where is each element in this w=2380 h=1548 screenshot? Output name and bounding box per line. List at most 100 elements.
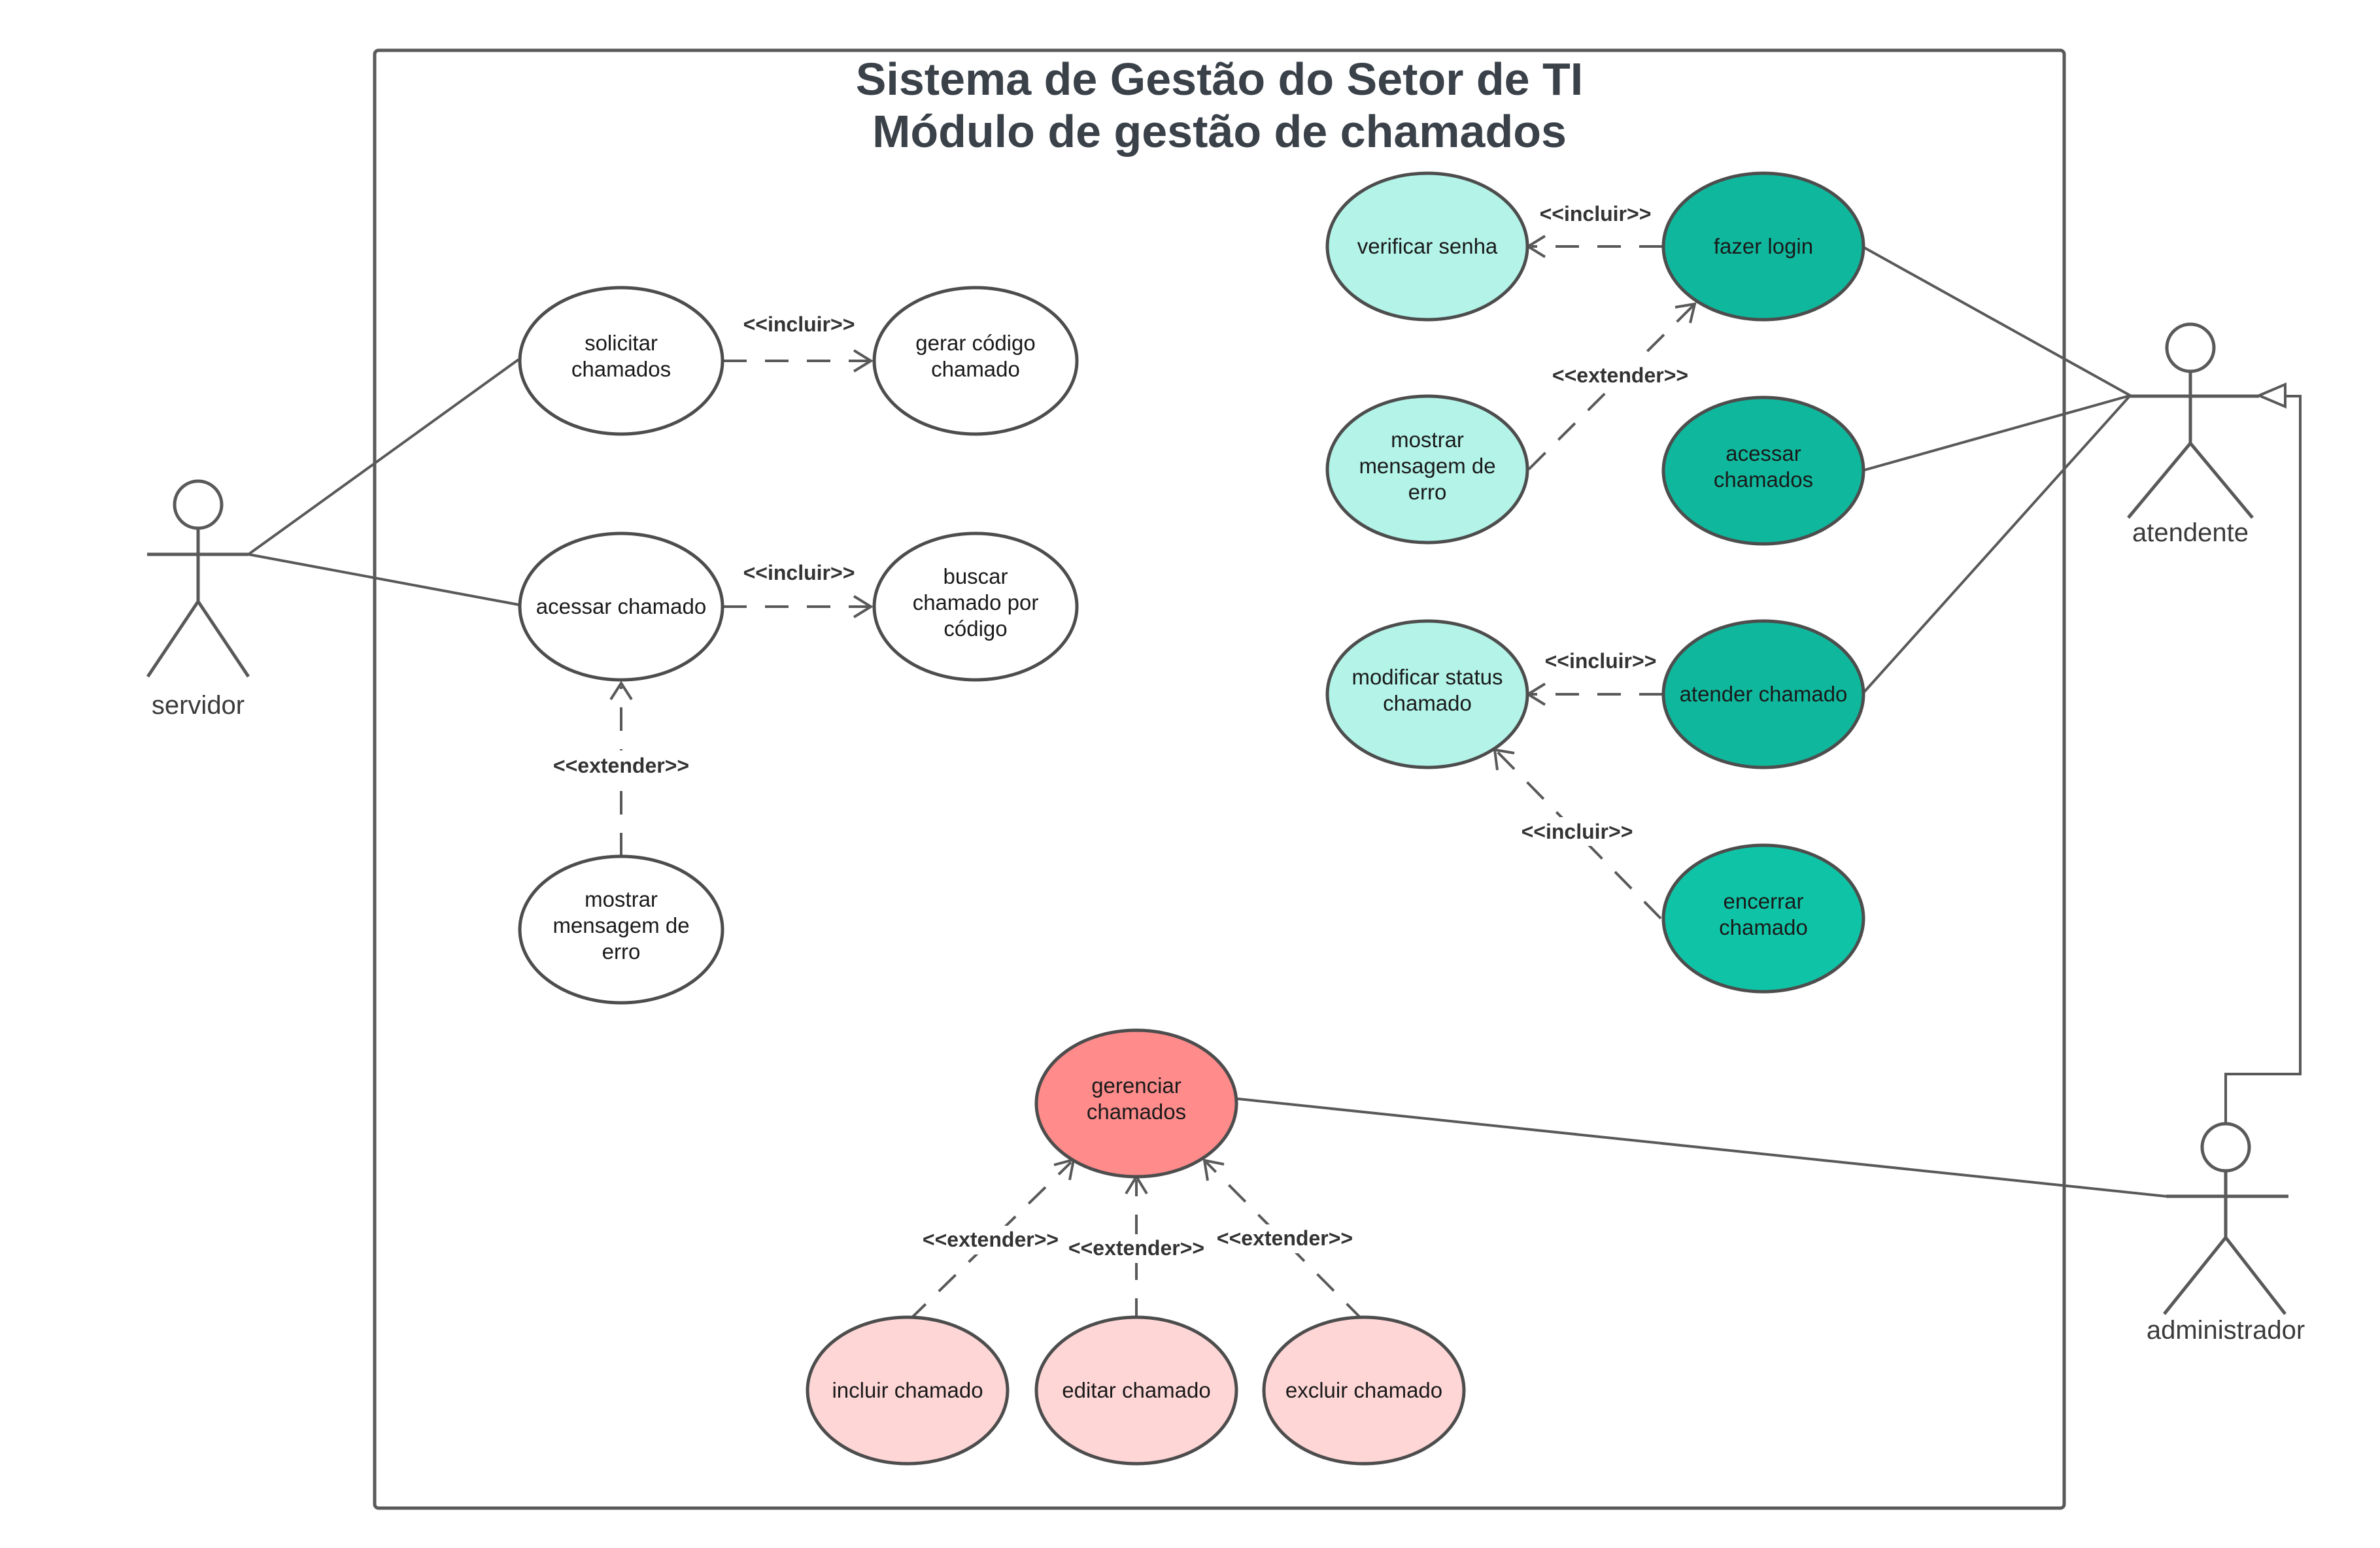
dep-solicitar-gerar-arrow — [853, 349, 874, 373]
usecase-modificar-status[interactable]: modificar status chamado — [1325, 619, 1529, 769]
stereo-incluir-5: <<incluir>> — [1522, 820, 1633, 843]
stereo-extender-5: <<extender>> — [1217, 1226, 1353, 1250]
usecase-modificar-label-2: chamado — [1383, 691, 1472, 715]
usecase-erro-servidor-shape — [518, 854, 724, 1005]
usecase-gerenciar-label-2: chamados — [1087, 1100, 1186, 1124]
usecase-gerar-label-1: gerar código — [915, 331, 1035, 355]
actor-administrador-label: administrador — [2147, 1316, 2305, 1345]
stereo-bg-1 — [546, 750, 696, 779]
assoc-atendente-acessar-chamados — [1862, 394, 2131, 472]
stereo-extender-2: <<extender>> — [1552, 363, 1688, 387]
stereo-bg-2 — [1546, 361, 1697, 390]
usecase-gerenciar-shape — [1034, 1028, 1238, 1179]
usecase-incluir-chamado[interactable]: incluir chamado — [806, 1315, 1010, 1466]
usecase-encerrar-label-1: encerrar — [1724, 889, 1804, 913]
usecase-mostrar-erro-servidor[interactable]: mostrar mensagem de erro — [518, 854, 724, 1005]
usecase-acessar-chamado-shape — [518, 531, 724, 682]
usecase-verificar-label: verificar senha — [1357, 234, 1498, 258]
usecase-editar-chamado[interactable]: editar chamado — [1034, 1315, 1238, 1466]
stereo-incluir-4: <<incluir>> — [1545, 649, 1657, 673]
assoc-atendente-atender-chamado — [1861, 394, 2132, 696]
usecase-incluir-label: incluir chamado — [832, 1378, 983, 1402]
stereo-incluir-1: <<incluir>> — [743, 312, 855, 336]
usecase-editar-label: editar chamado — [1062, 1378, 1210, 1402]
assoc-atendente-fazer-login — [1862, 245, 2131, 397]
actor-administrador-leg-right — [2224, 1236, 2286, 1315]
usecase-buscar-chamado[interactable]: buscar chamado por código — [872, 531, 1079, 682]
actor-servidor[interactable]: servidor — [146, 479, 250, 720]
usecase-mostrar-erro-atendente[interactable]: mostrar mensagem de erro — [1325, 394, 1529, 545]
usecase-gerar-shape — [872, 286, 1079, 436]
actor-administrador-leg-left — [2163, 1236, 2227, 1315]
usecase-acessar-chamado[interactable]: acessar chamado — [518, 531, 724, 682]
actor-atendente-head — [2165, 322, 2216, 373]
usecase-excluir-label: excluir chamado — [1285, 1378, 1442, 1402]
usecase-buscar-shape — [872, 531, 1079, 682]
usecase-buscar-label-3: código — [944, 616, 1007, 641]
usecase-acessar-chamado-label: acessar chamado — [536, 594, 706, 618]
usecase-atender-shape — [1661, 619, 1865, 769]
dep-incluir-gerenciar — [908, 1161, 1072, 1322]
usecase-atender-chamado[interactable]: atender chamado — [1661, 619, 1865, 769]
usecase-modificar-shape — [1325, 619, 1529, 769]
usecase-solicitar-chamados[interactable]: solicitar chamados — [518, 286, 724, 436]
system-boundary — [373, 48, 2066, 1510]
stereo-incluir-2: <<incluir>> — [743, 561, 855, 584]
actor-atendente-label: atendente — [2132, 518, 2249, 547]
usecase-acessar-chamados-shape — [1661, 395, 1865, 546]
stereo-bg-6 — [1213, 1224, 1360, 1253]
usecase-buscar-label-1: buscar — [943, 564, 1008, 588]
actor-servidor-head — [173, 479, 224, 530]
actor-servidor-leg-left — [146, 600, 200, 678]
usecase-encerrar-label-2: chamado — [1719, 915, 1808, 939]
usecase-buscar-label-2: chamado por — [913, 590, 1039, 614]
diagram-title-line2: Módulo de gestão de chamados — [872, 106, 1567, 157]
usecase-encerrar-shape — [1661, 843, 1865, 994]
usecase-erro-atendente-label-1: mostrar — [1391, 428, 1464, 452]
stereo-extender-1: <<extender>> — [553, 754, 689, 777]
stereo-bg-3 — [1516, 817, 1640, 846]
usecase-fazer-login[interactable]: fazer login — [1661, 171, 1865, 322]
assoc-servidor-solicitar — [247, 358, 520, 556]
usecase-verificar-shape — [1325, 171, 1529, 322]
assoc-servidor-acessar-chamado — [248, 553, 519, 606]
usecase-erro-servidor-label-1: mostrar — [585, 887, 658, 911]
usecase-gerar-codigo[interactable]: gerar código chamado — [872, 286, 1079, 436]
stereo-extender-4: <<extender>> — [1068, 1236, 1204, 1260]
usecase-gerenciar-label-1: gerenciar — [1091, 1073, 1182, 1098]
actor-servidor-label: servidor — [152, 691, 245, 720]
stereo-bg-4 — [919, 1226, 1066, 1254]
usecase-acessar-chamados[interactable]: acessar chamados — [1661, 395, 1865, 546]
actor-atendente-leg-right — [2189, 442, 2254, 519]
usecase-gerenciar-chamados[interactable]: gerenciar chamados — [1034, 1028, 1238, 1179]
usecase-solicitar-label-2: chamados — [571, 357, 671, 381]
dep-excluir-gerenciar-arrow — [1202, 1158, 1225, 1181]
actor-atendente-leg-left — [2127, 442, 2192, 519]
usecase-modificar-label-1: modificar status — [1352, 665, 1503, 689]
actor-servidor-leg-right — [196, 600, 250, 678]
generalization-arrowhead — [2255, 382, 2286, 409]
usecase-verificar-senha[interactable]: verificar senha — [1325, 171, 1529, 322]
usecase-erro-servidor-label-3: erro — [602, 939, 641, 964]
actor-atendente[interactable]: atendente — [2127, 322, 2259, 547]
stereo-extender-3: <<extender>> — [923, 1228, 1059, 1251]
usecase-erro-atendente-shape — [1325, 394, 1529, 545]
usecase-erro-atendente-label-3: erro — [1408, 480, 1447, 504]
stereo-bg-5 — [1062, 1234, 1213, 1263]
usecase-acessar-chamados-label-2: chamados — [1714, 467, 1813, 492]
usecase-atender-label: atender chamado — [1680, 682, 1848, 706]
usecase-gerar-label-2: chamado — [931, 357, 1020, 381]
usecase-solicitar-shape — [518, 286, 724, 436]
usecase-incluir-shape — [806, 1315, 1010, 1466]
usecase-encerrar-chamado[interactable]: encerrar chamado — [1661, 843, 1865, 994]
dep-excluir-gerenciar — [1205, 1161, 1365, 1322]
diagram-title-line1: Sistema de Gestão do Setor de TI — [856, 54, 1584, 105]
usecase-excluir-chamado[interactable]: excluir chamado — [1262, 1315, 1466, 1466]
usecase-solicitar-label-1: solicitar — [585, 331, 658, 355]
actor-administrador[interactable]: administrador — [2147, 1122, 2305, 1345]
dep-erro-login-arrow — [1674, 302, 1697, 324]
dep-erro-acessar-arrow — [609, 681, 633, 701]
usecase-erro-servidor-label-2: mensagem de — [552, 913, 689, 937]
